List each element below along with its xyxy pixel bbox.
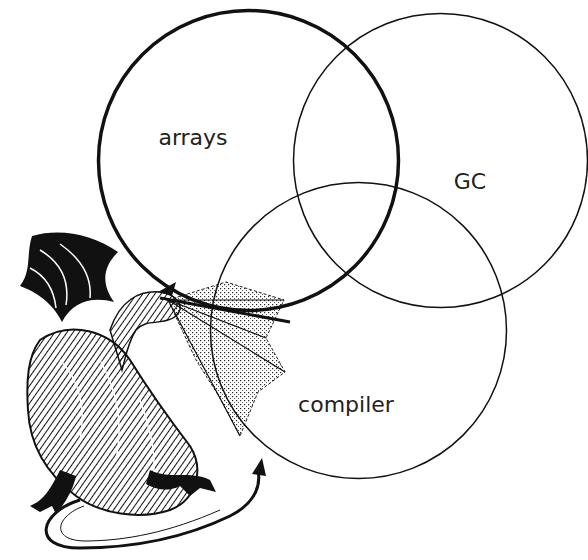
circle-outline [208, 180, 509, 481]
circle-outline [94, 6, 403, 315]
circle-label: arrays [158, 126, 229, 150]
venn-circle: compiler [208, 180, 509, 481]
venn-circle: arrays [94, 6, 403, 315]
circle-stroke [98, 10, 398, 310]
circle-outline [291, 11, 588, 310]
venn-circle: GC [291, 11, 588, 310]
circle-stroke [293, 13, 587, 307]
circle-stroke [210, 182, 506, 478]
circle-label: compiler [298, 393, 395, 417]
circle-label: GC [454, 170, 488, 194]
